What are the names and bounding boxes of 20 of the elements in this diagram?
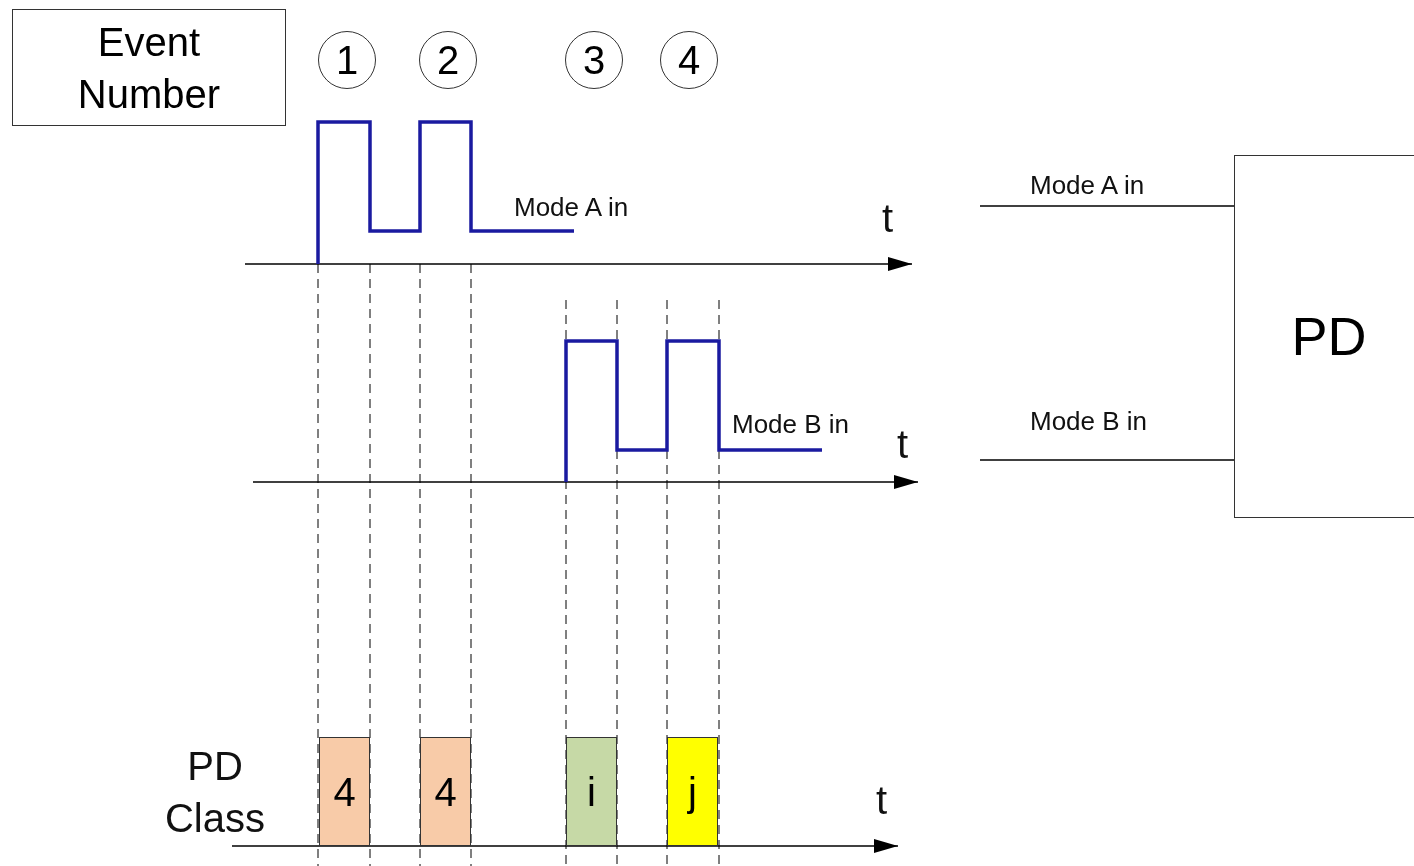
signal-label: Mode A in (514, 194, 629, 220)
label-box: Event Number (12, 9, 286, 126)
pd-block: PD (1234, 155, 1414, 518)
time-axis-label: t (876, 780, 888, 820)
event-number-circle: 4 (660, 31, 718, 89)
signal-line (979, 205, 1235, 207)
signal-label: Mode B in (732, 411, 850, 437)
event-number-circle: 2 (419, 31, 477, 89)
time-axis-label: t (897, 424, 909, 464)
class-box: 4 (420, 737, 471, 846)
edge-label: Mode B in (1030, 408, 1148, 434)
class-box: j (667, 737, 718, 846)
class-box: i (566, 737, 617, 846)
signal-line (979, 459, 1235, 461)
event-number-circle: 1 (318, 31, 376, 89)
event-number-circle: 3 (565, 31, 623, 89)
edge-label: Mode A in (1030, 172, 1145, 198)
axis-title: PD Class (164, 743, 266, 842)
time-axis-label: t (882, 198, 894, 238)
class-box: 4 (319, 737, 370, 846)
